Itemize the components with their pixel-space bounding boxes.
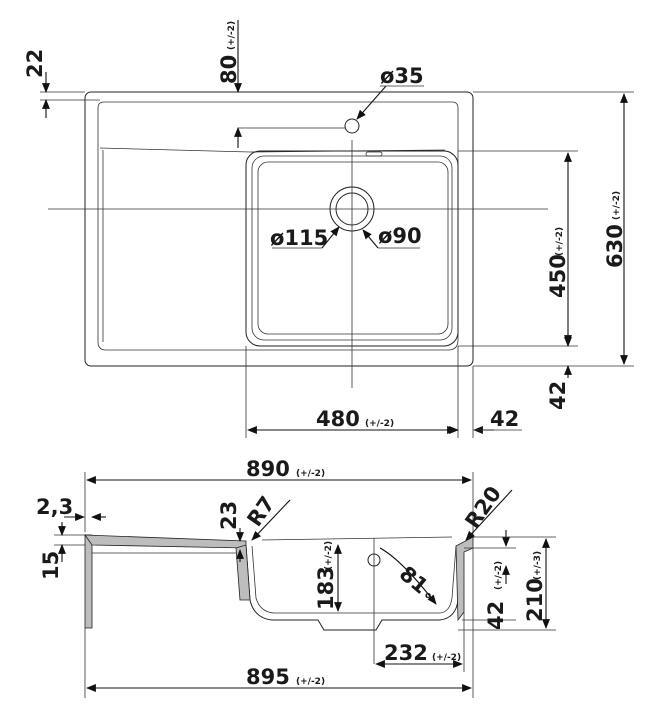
dim-42v-label: 42	[546, 381, 570, 410]
dim-80-tol: (+/-2)	[227, 21, 237, 50]
dim-630-tol: (+/-2)	[612, 191, 622, 220]
dim-2-3-label: 2,3	[36, 495, 73, 519]
sink-rim	[97, 101, 459, 351]
dim-183-label: 183	[314, 566, 338, 610]
dim-80-label: 80	[217, 55, 241, 84]
dim-450-label: 450	[546, 254, 570, 298]
sink-outline	[84, 91, 474, 367]
dim-r20-label: R20	[460, 482, 506, 533]
dim-d90-label: ø90	[378, 224, 422, 248]
dim-42h-label: 42	[490, 407, 519, 431]
dim-22-label: 22	[23, 49, 47, 78]
dim-232-tol: (+/-2)	[432, 653, 461, 663]
dim-890-label: 890	[246, 457, 290, 481]
dim-d35-label: ø35	[380, 64, 424, 88]
section-view: 890 (+/-2) 2,3 15 23 R7 R20	[36, 457, 556, 698]
top-view: 22 80 (+/-2) ø35 ø115 ø90 450 (+/-2) 630…	[23, 20, 634, 438]
dim-895-tol: (+/-2)	[296, 677, 325, 687]
dim-480-label: 480	[316, 407, 360, 431]
section-bowl-outer	[245, 545, 463, 631]
dim-480-tol: (+/-2)	[365, 419, 394, 429]
dim-r7-label: R7	[242, 492, 279, 531]
bowl-inner	[257, 161, 449, 335]
dim-450-tol: (+/-2)	[555, 227, 565, 256]
dim-890-tol: (+/-2)	[296, 469, 325, 479]
tap-hole	[344, 118, 360, 134]
dim-15-label: 15	[39, 551, 63, 580]
dim-210-tol: (+/-3)	[533, 551, 543, 580]
dim-630-label: 630	[603, 224, 627, 268]
dim-d115-label: ø115	[270, 226, 328, 250]
section-bowl-inner	[251, 545, 457, 614]
dim-183-tol: (+/-2)	[324, 541, 334, 570]
section-top-deck	[84, 534, 247, 549]
dim-42-label: 42	[484, 601, 508, 630]
drainer-edge	[99, 147, 251, 153]
overflow-slot	[365, 151, 383, 157]
dim-23-label: 23	[217, 501, 241, 530]
degree-sign: o	[425, 591, 431, 601]
dim-232-label: 232	[384, 641, 428, 665]
dim-210-label: 210	[523, 578, 547, 622]
dim-895-label: 895	[246, 665, 290, 689]
dim-42-tol: (+/-2)	[494, 561, 504, 590]
section-left-wall	[84, 534, 93, 629]
